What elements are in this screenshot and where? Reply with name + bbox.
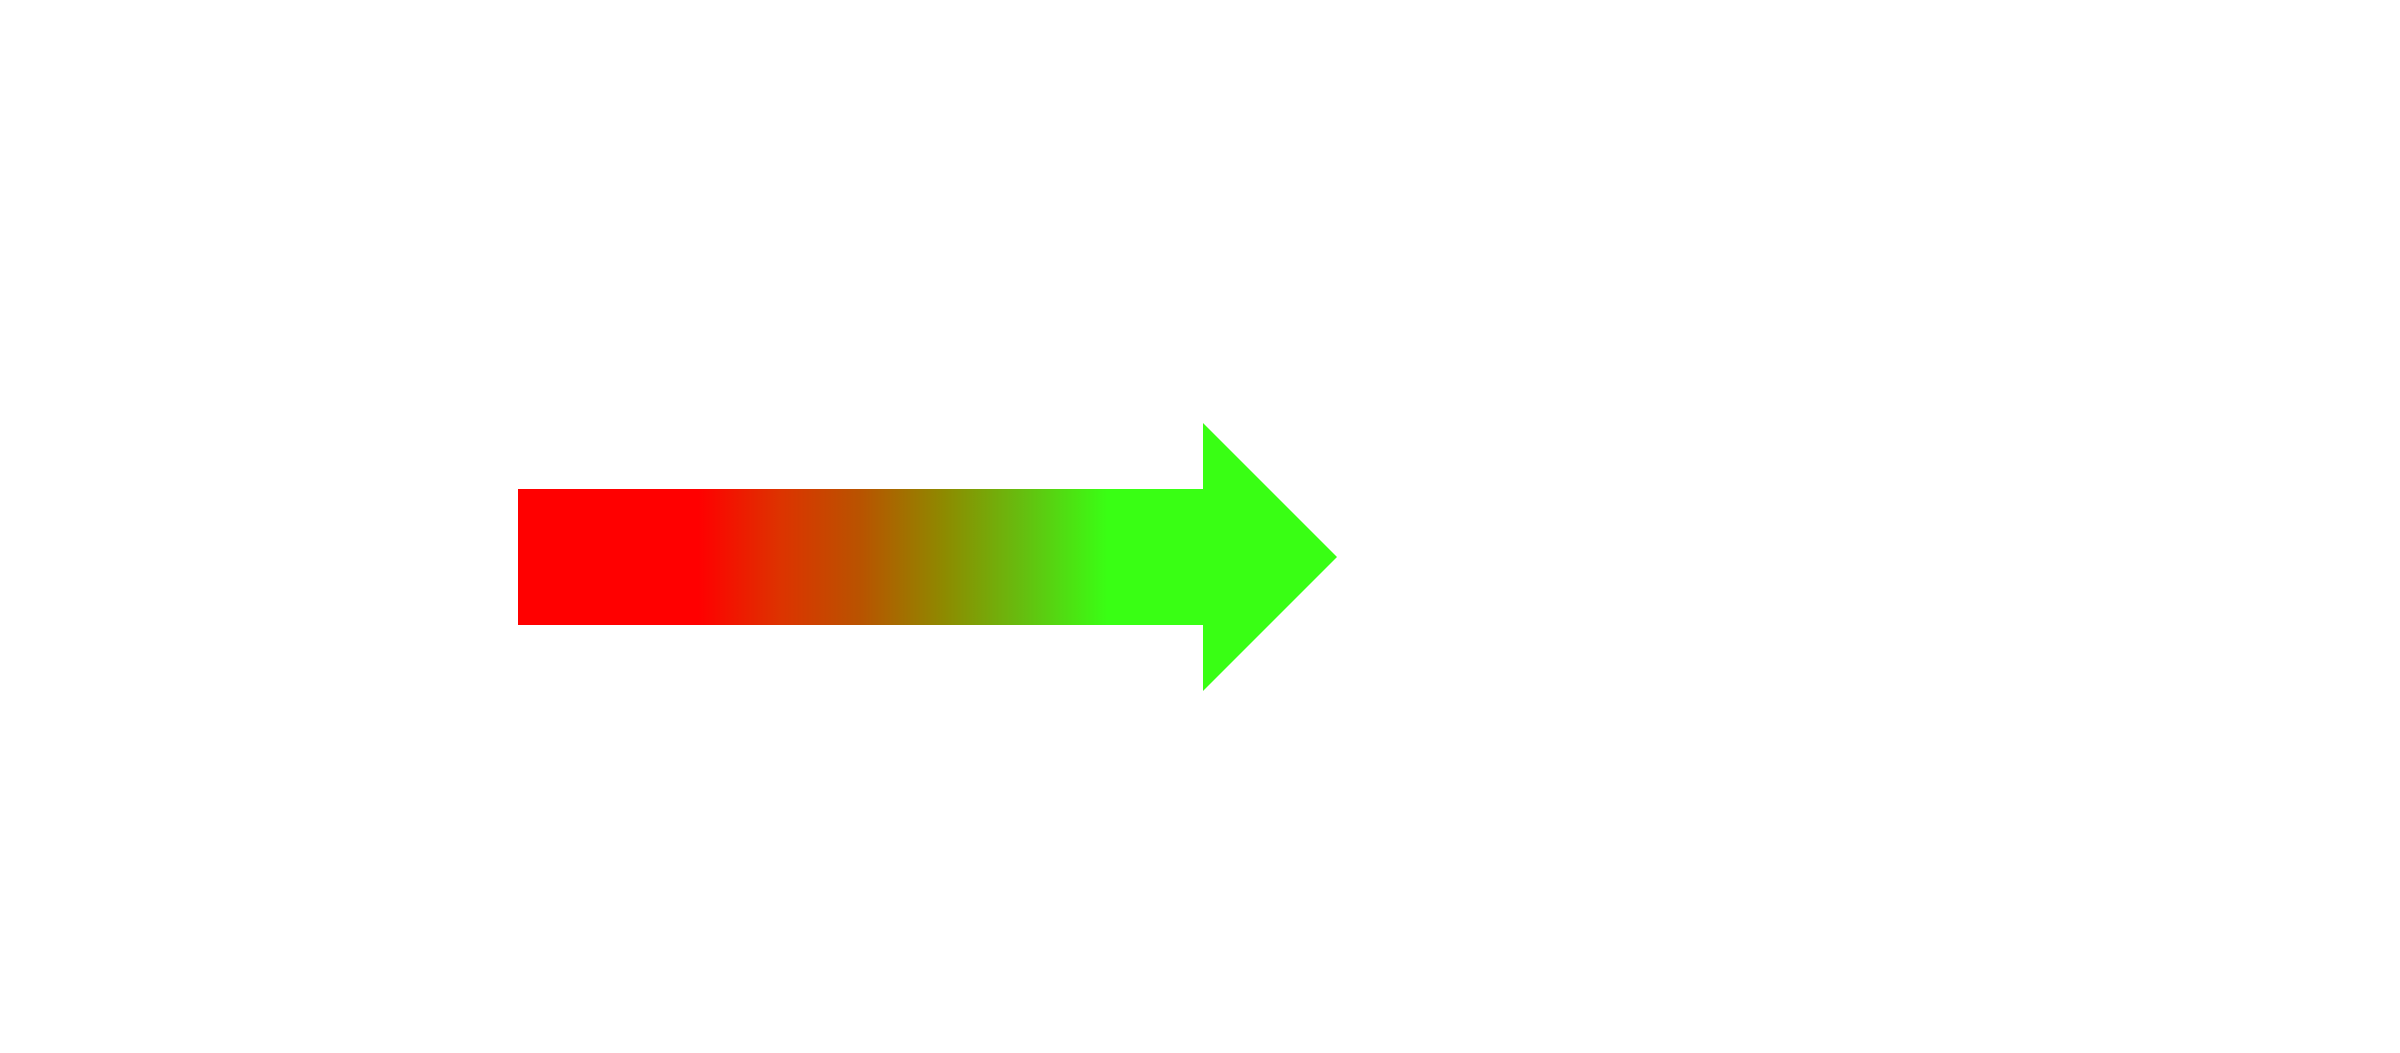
arrow-shape — [518, 423, 1337, 691]
